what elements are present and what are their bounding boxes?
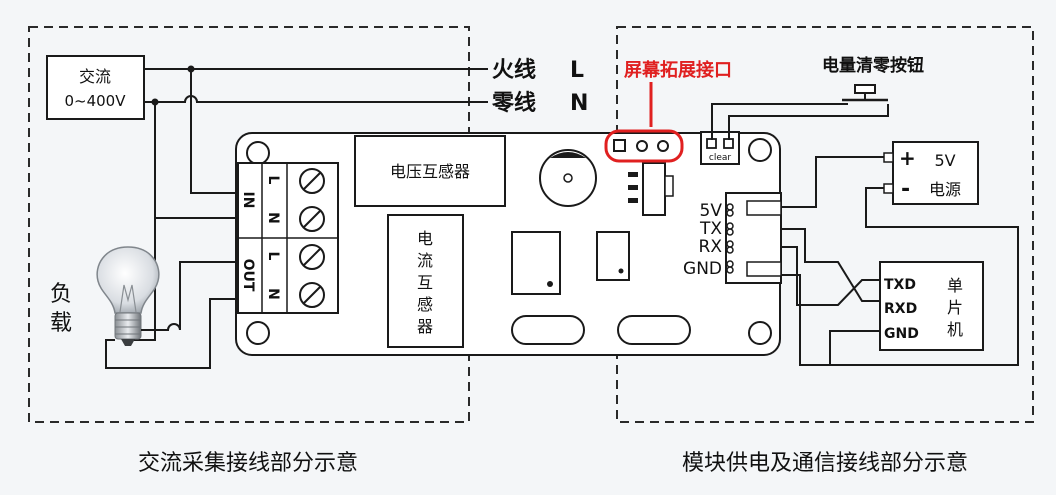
mcu-label: 机 [947, 320, 963, 339]
mcu-pin-label: TXD [884, 277, 916, 293]
power-5v-wire [781, 156, 884, 208]
terminal-pin-label: L [265, 176, 281, 185]
ac-source-box [46, 55, 145, 120]
clear-button-label: 电量清零按钮 [822, 55, 924, 76]
clear-button-wire [728, 104, 889, 140]
current-transformer-label: 器 [417, 317, 433, 336]
mcu-pin-label: GND [884, 326, 919, 342]
power-terminal [883, 152, 894, 163]
mount-hole-bottom-right [748, 321, 772, 345]
power-voltage: 5V [934, 151, 955, 170]
ic-chip-dot [618, 268, 624, 274]
neutral-wire-label: 零线 [491, 90, 536, 116]
current-transformer-label: 电 [417, 229, 433, 248]
terminal-pin-label: N [265, 212, 281, 224]
clear-header-pin [706, 138, 717, 149]
terminal-pin-label: L [265, 252, 281, 261]
mcu-label: 单 [947, 276, 963, 295]
neutral-wire-letter: N [570, 91, 588, 116]
neutral-wire [144, 95, 488, 103]
power-plus: + [899, 146, 916, 170]
mcu-label: 片 [947, 298, 963, 317]
load-wire-out [105, 298, 238, 369]
clear-header-pin [723, 138, 734, 149]
ic-chip [511, 231, 561, 295]
load-label: 负 [50, 282, 72, 307]
tx-wire [781, 228, 880, 302]
live-wire-letter: L [570, 58, 584, 83]
power-gnd-wire [781, 187, 1019, 366]
board-slot [617, 315, 691, 345]
current-transformer-label: 感 [417, 295, 433, 314]
terminal-pin-label: N [265, 288, 281, 300]
module-pin-label: TX [699, 219, 722, 239]
module-pin-markers [726, 203, 734, 274]
ac-source-range: 0~400V [64, 92, 126, 110]
power-supply-box [892, 141, 979, 205]
buzzer-component [539, 149, 597, 207]
mount-hole-bottom-left [246, 321, 270, 345]
ic-chip [596, 231, 630, 281]
power-minus: - [901, 177, 910, 202]
rx-wire [781, 246, 880, 306]
screw-terminal-icon [299, 168, 325, 308]
clear-header-label: clear [709, 153, 732, 163]
ac-section-caption: 交流采集接线部分示意 [138, 451, 358, 476]
clear-button-wire [711, 103, 842, 140]
mount-hole-top-right [748, 138, 772, 162]
mcu-box [879, 261, 984, 351]
mcu-pin-label: RXD [884, 301, 917, 317]
screen-port-pin [636, 140, 648, 152]
module-pin-label: RX [699, 237, 723, 257]
load-wire-in [141, 261, 238, 331]
screen-port-pin [657, 140, 669, 152]
ic-chip-dot [547, 281, 553, 287]
connector-notch [746, 200, 782, 216]
connector-notch [746, 261, 782, 277]
ac-source-label: 交流 [79, 67, 111, 86]
screen-port-label: 屏幕拓展接口 [624, 59, 732, 81]
screen-port-pin [613, 139, 626, 152]
screen-port-highlight [604, 129, 684, 163]
power-terminal [883, 183, 894, 194]
power-label: 电源 [929, 180, 961, 199]
voltage-transformer-label: 电压互感器 [390, 162, 470, 181]
push-button-icon [842, 84, 888, 102]
terminal-out-label: OUT [240, 259, 256, 292]
voltage-transformer-box [354, 135, 506, 207]
load-label: 载 [50, 311, 72, 336]
current-transformer-box [387, 214, 464, 348]
board-slot [511, 315, 585, 345]
mcu-gnd-wire [829, 330, 880, 365]
module-pin-label: 5V [700, 201, 723, 221]
current-transformer-label: 流 [417, 251, 433, 270]
neutral-to-load-wire [128, 102, 156, 341]
module-section-caption: 模块供电及通信接线部分示意 [682, 451, 968, 476]
current-transformer-label: 互 [417, 273, 433, 292]
module-pin-label: GND [683, 259, 722, 279]
switch-component [628, 162, 674, 216]
terminal-in-label: IN [240, 192, 256, 209]
lightbulb-icon [96, 246, 160, 346]
live-wire-label: 火线 [492, 57, 536, 83]
live-to-terminal-wire [190, 69, 238, 194]
